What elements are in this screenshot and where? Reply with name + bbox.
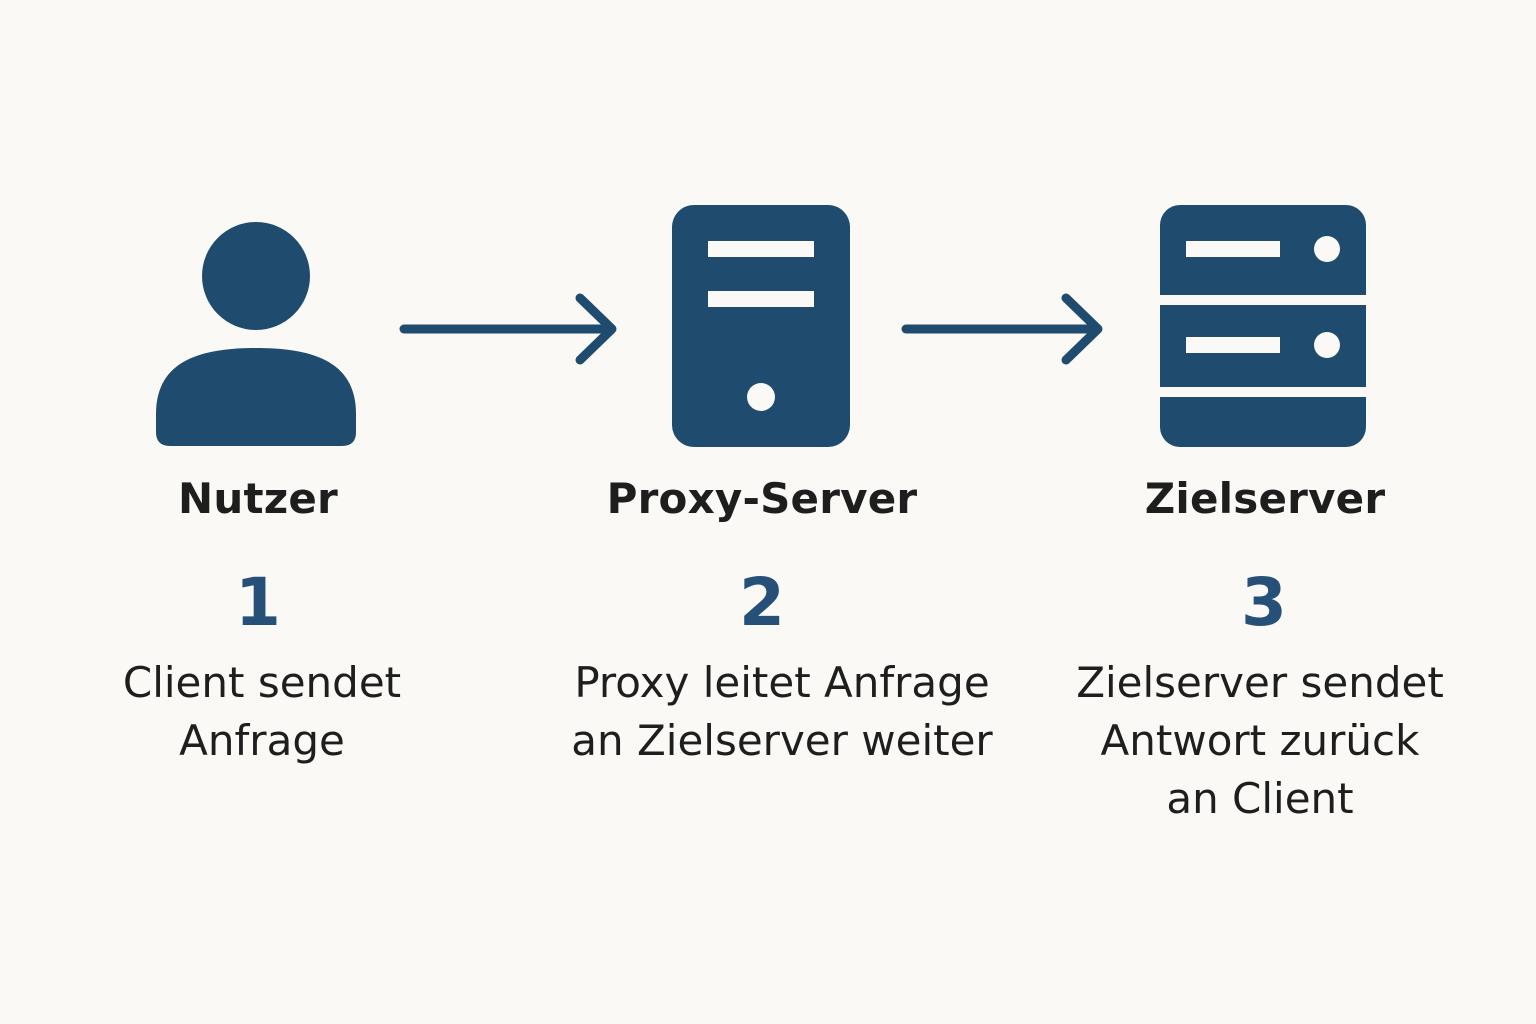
step-number-1: 1: [235, 564, 281, 641]
target-server-icon: [1160, 205, 1366, 447]
proxy-server-icon: [672, 205, 850, 447]
arrow-right-icon: [901, 293, 1103, 365]
description-line: Anfrage: [179, 716, 345, 765]
step-description-1: Client sendet Anfrage: [42, 654, 482, 770]
arrow-right-icon: [399, 293, 617, 365]
description-line: Proxy leitet Anfrage: [574, 658, 990, 707]
step-number-2: 2: [739, 564, 785, 641]
step-description-2: Proxy leitet Anfrage an Zielserver weite…: [562, 654, 1002, 770]
description-line: Zielserver sendet: [1076, 658, 1444, 707]
step-number-3: 3: [1241, 564, 1287, 641]
description-line: an Client: [1166, 774, 1354, 823]
description-line: an Zielserver weiter: [571, 716, 993, 765]
node-title-user: Nutzer: [178, 474, 338, 523]
user-icon: [156, 222, 356, 446]
node-title-target: Zielserver: [1144, 474, 1386, 523]
description-line: Antwort zurück: [1100, 716, 1420, 765]
node-title-proxy: Proxy-Server: [606, 474, 918, 523]
description-line: Client sendet: [122, 658, 402, 707]
step-description-3: Zielserver sendet Antwort zurück an Clie…: [1040, 654, 1480, 828]
